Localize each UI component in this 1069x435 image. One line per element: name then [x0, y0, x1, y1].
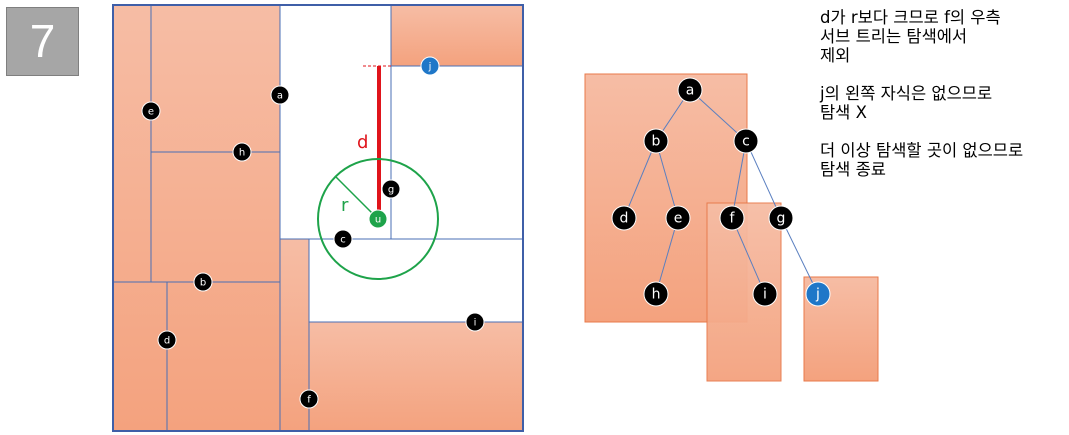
space-frame	[112, 4, 524, 432]
tree-edge-a-c	[689, 89, 747, 142]
tree-node-label-i: i	[763, 287, 767, 303]
space-point-label-i: i	[474, 317, 477, 328]
space-point-label-b: b	[200, 277, 206, 288]
region-left	[113, 5, 280, 431]
search-circle	[317, 158, 439, 280]
tree-edge-g-j	[780, 217, 819, 295]
tree-edge-e-h	[655, 217, 679, 295]
space-partition: d r a e h b d f c g u i j	[112, 4, 524, 432]
tree-node-i: i	[752, 281, 778, 307]
tree-edge-b-e	[655, 140, 679, 219]
region-top-right	[391, 5, 523, 66]
radius-line	[335, 176, 379, 220]
tree-edge-f-i	[731, 217, 766, 295]
tree-box-a	[584, 73, 748, 323]
tree-node-h: h	[643, 281, 669, 307]
tree-node-e: e	[665, 205, 691, 231]
space-point-d: d	[157, 330, 177, 350]
space-point-label-e: e	[148, 106, 154, 117]
tree-nodes: a b c d e f g h i j	[611, 77, 831, 307]
tree-node-label-a: a	[686, 83, 695, 99]
tree-box-j	[803, 276, 879, 382]
space-point-j: j	[420, 56, 440, 76]
tree-node-label-h: h	[652, 287, 661, 303]
space-point-g: g	[381, 179, 401, 199]
space-point-f: f	[299, 389, 319, 409]
tree-edges	[623, 89, 819, 295]
space-point-label-d: d	[164, 335, 170, 346]
tree-node-c: c	[733, 128, 759, 154]
space-point-c: c	[333, 229, 353, 249]
space-point-e: e	[141, 101, 161, 121]
distance-label: d	[357, 132, 368, 153]
tree-node-f: f	[719, 205, 745, 231]
space-point-label-f: f	[307, 394, 311, 405]
region-bottom-right	[309, 322, 523, 431]
tree-node-j: j	[805, 281, 831, 307]
space-point-b: b	[193, 272, 213, 292]
tree-node-label-f: f	[730, 211, 736, 227]
tree-node-a: a	[677, 77, 703, 103]
space-point-h: h	[232, 142, 252, 162]
space-point-label-c: c	[340, 234, 346, 245]
space-points: a e h b d f c g u i j	[141, 56, 485, 409]
tree-node-b: b	[643, 128, 669, 154]
space-point-i: i	[465, 312, 485, 332]
note-no-left-child: j의 왼쪽 자식은 없으므로 탐색 X	[820, 84, 993, 122]
space-point-label-j: j	[428, 61, 432, 72]
explanation-notes: d가 r보다 크므로 f의 우측 서브 트리는 탐색에서 제외 j의 왼쪽 자식…	[820, 8, 1065, 198]
tree-edge-c-g	[745, 140, 782, 219]
kd-tree: a b c d e f g h i j	[584, 73, 879, 382]
tree-node-label-g: g	[777, 211, 786, 227]
radius-label: r	[341, 195, 349, 216]
space-point-label-h: h	[239, 147, 245, 158]
tree-node-label-b: b	[652, 134, 661, 150]
space-point-label-g: g	[388, 184, 394, 195]
tree-node-d: d	[611, 205, 637, 231]
step-number-badge: 7	[6, 7, 79, 76]
tree-node-label-e: e	[674, 211, 683, 227]
space-point-u: u	[368, 209, 388, 229]
tree-node-g: g	[768, 205, 794, 231]
note-prune-right-subtree: d가 r보다 크므로 f의 우측 서브 트리는 탐색에서 제외	[820, 8, 1001, 65]
tree-edge-b-d	[623, 140, 657, 219]
tree-edge-c-f	[731, 140, 747, 219]
space-point-label-u: u	[375, 214, 381, 225]
space-point-label-a: a	[277, 90, 283, 101]
tree-node-label-j: j	[815, 287, 820, 303]
tree-node-label-c: c	[742, 134, 750, 150]
note-search-end: 더 이상 탐색할 곳이 없으므로 탐색 종료	[820, 141, 1024, 179]
tree-node-label-d: d	[620, 211, 629, 227]
space-point-a: a	[270, 85, 290, 105]
